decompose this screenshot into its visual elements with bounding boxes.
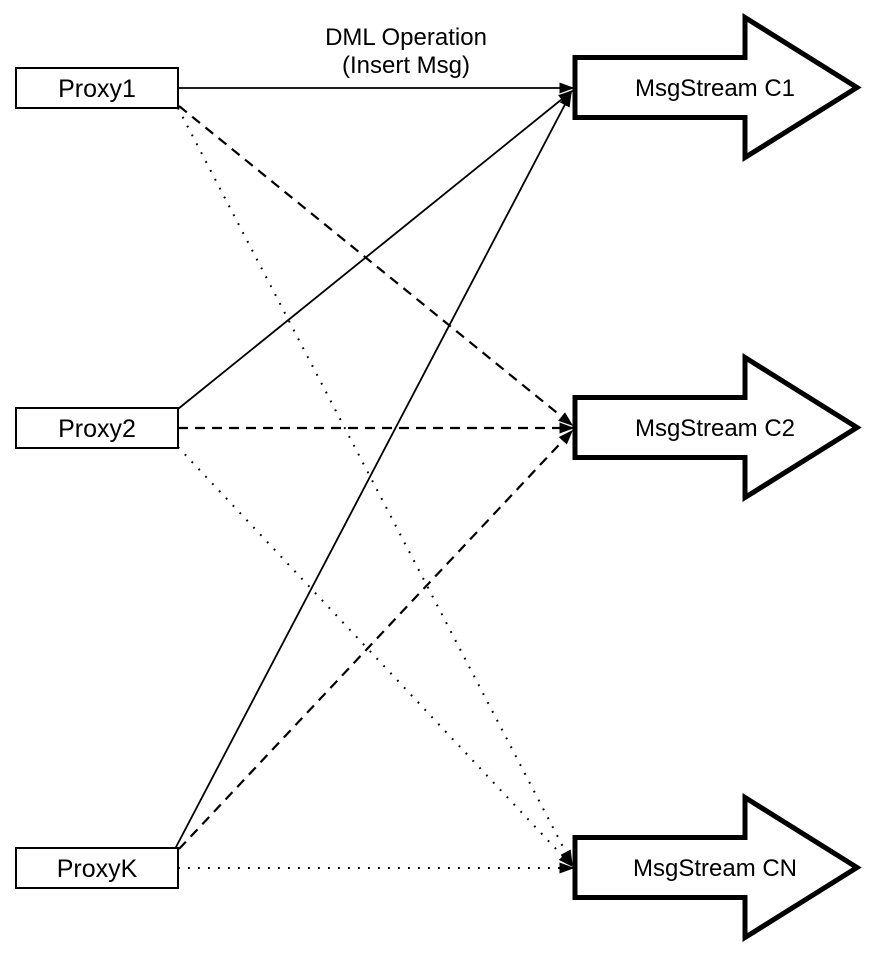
proxy2-node-box [15, 407, 179, 449]
msgstream-c1-arrow-shape [572, 12, 862, 163]
msgstream-c2-arrow-shape [572, 352, 862, 503]
edge-proxyk-to-msgstream-c2 [178, 429, 574, 850]
edge-proxy1-to-msgstream-cn [177, 107, 573, 866]
edge-title-line2: (Insert Msg) [342, 52, 470, 79]
edge-title-line1: DML Operation [325, 24, 487, 51]
msgstream-c2-label: MsgStream C2 [635, 415, 795, 442]
proxy2-label: Proxy2 [58, 415, 136, 443]
edge-proxyk-to-msgstream-c1 [174, 91, 572, 850]
proxy1-label: Proxy1 [58, 75, 136, 103]
proxyk-label: ProxyK [57, 855, 138, 883]
msgstream-c1-label: MsgStream C1 [635, 75, 795, 102]
msgstream-cn-arrow-shape [572, 792, 862, 943]
proxyk-node-box [15, 847, 179, 889]
msgstream-cn-label: MsgStream CN [633, 855, 797, 882]
edge-proxy2-to-msgstream-c1 [177, 90, 574, 410]
edge-proxy2-to-msgstream-cn [177, 446, 574, 868]
edge-proxy1-to-msgstream-c2 [178, 105, 574, 426]
proxy1-node-box [15, 67, 179, 109]
